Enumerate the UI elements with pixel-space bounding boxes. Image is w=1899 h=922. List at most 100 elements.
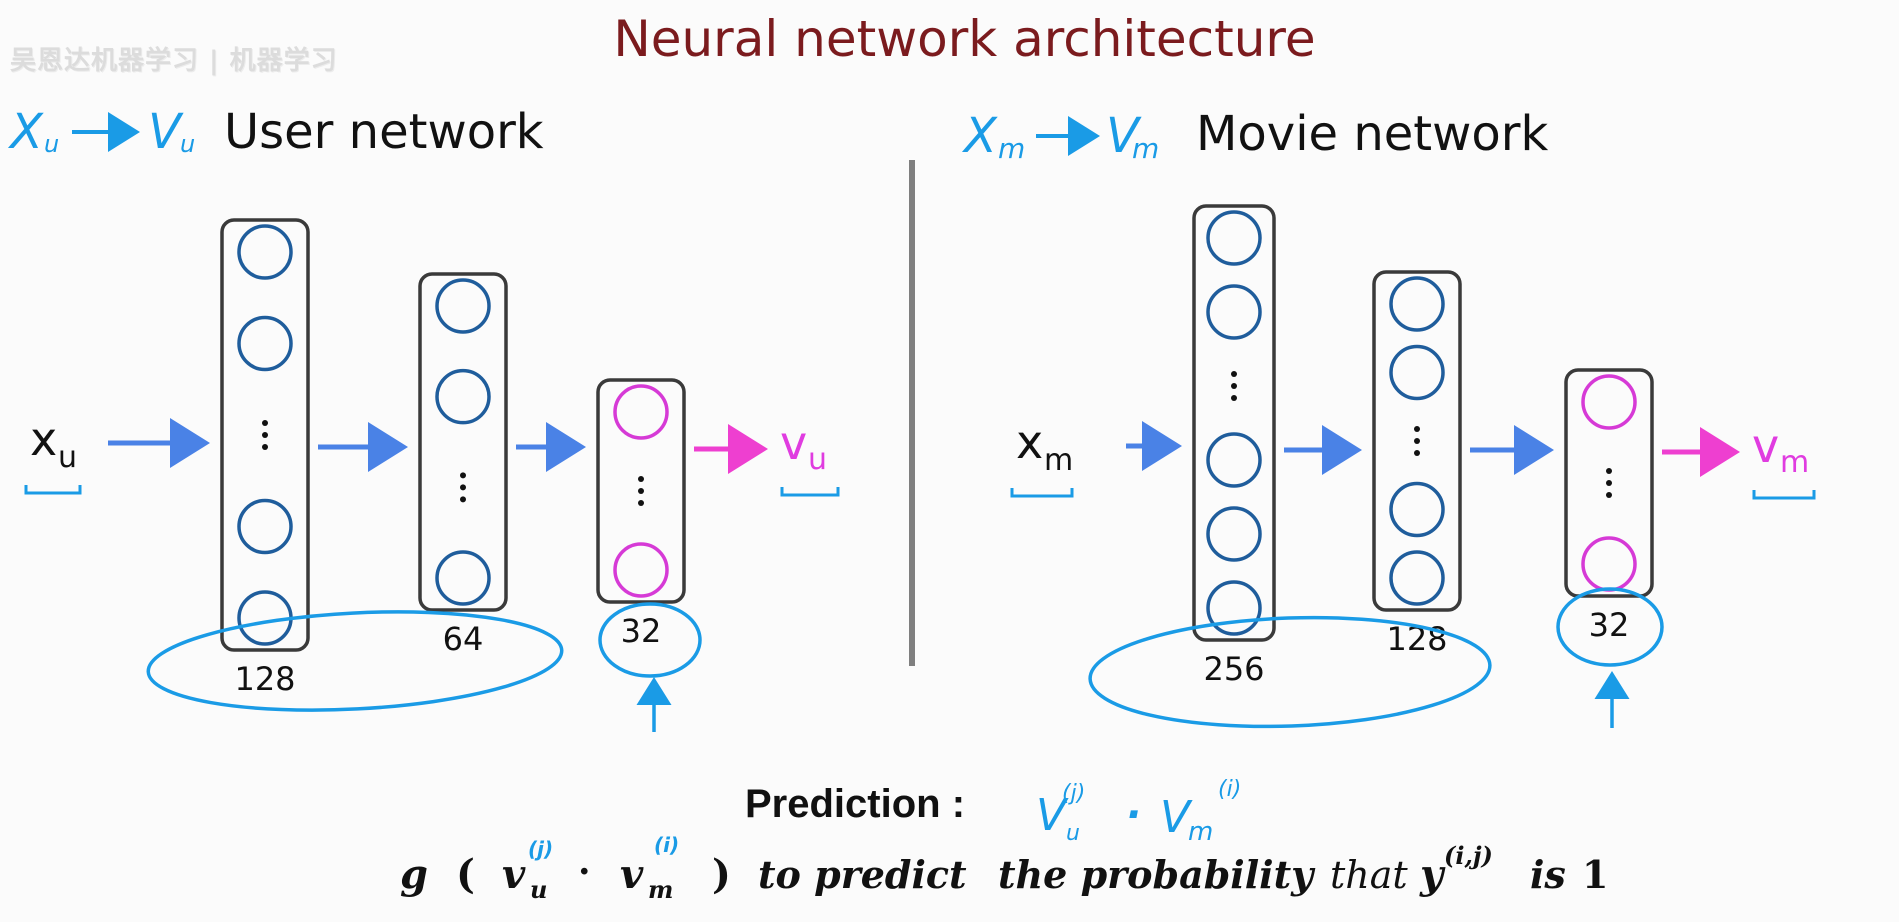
neuron-node	[1389, 481, 1445, 538]
output-sub: u	[808, 442, 827, 477]
movie-ellipse-annotation	[1088, 615, 1492, 729]
formula-text-1: to predict	[758, 852, 967, 897]
output-base: v	[1752, 419, 1779, 473]
movie-annotation-from: X	[961, 108, 998, 164]
input-sub: m	[1044, 443, 1073, 478]
neuron-node	[1389, 550, 1445, 606]
neuron-node	[613, 384, 669, 440]
input-sub: u	[58, 440, 77, 475]
movie-annotation-to: V	[1106, 108, 1142, 164]
layer-units-label: 32	[1589, 606, 1630, 644]
user-annotation-to-sub: u	[180, 130, 195, 158]
input-bracket	[1010, 488, 1074, 498]
layer-box	[1564, 368, 1654, 598]
layer-2: 64	[418, 272, 508, 658]
pred-sub-u: u	[1066, 821, 1080, 846]
pred-sup-i: (i)	[1218, 777, 1241, 802]
output-base: v	[780, 416, 807, 470]
formula-y-sup: (i,j)	[1444, 841, 1493, 870]
neuron-node	[435, 550, 491, 606]
output-bracket	[1752, 490, 1816, 500]
ellipsis-dots	[460, 472, 466, 503]
pred-dot: ·	[1126, 792, 1141, 838]
formula-m-sup: (i)	[654, 833, 679, 857]
layer-3: 32	[1564, 368, 1654, 644]
neuron-node	[1206, 506, 1262, 562]
neuron-node	[613, 542, 669, 598]
neuron-node	[1206, 210, 1262, 266]
movie-annotation: X m V m	[961, 108, 1159, 165]
movie-32-circle-annotation	[1556, 587, 1664, 667]
formula-m: v	[620, 851, 644, 898]
formula-g: g	[400, 851, 428, 898]
layer-box	[1192, 204, 1276, 642]
user-annotation-from-sub: u	[44, 130, 59, 158]
layer-box	[220, 218, 310, 652]
user-ellipse-annotation	[146, 610, 564, 712]
neuron-node	[237, 224, 293, 280]
user-annotation: X u V u	[7, 104, 195, 160]
layer-box	[418, 272, 508, 612]
ellipsis-dots	[1231, 371, 1237, 401]
layer-box	[1372, 270, 1462, 612]
output-sub: m	[1780, 445, 1809, 480]
formula-that: that	[1330, 853, 1408, 897]
movie-annotation-to-sub: m	[1132, 132, 1159, 165]
layer-1: 128	[220, 218, 310, 698]
formula-is: is	[1530, 852, 1566, 897]
formula-text-2: the probability	[998, 852, 1316, 897]
layer-2: 128	[1372, 270, 1462, 658]
input-bracket	[24, 485, 82, 495]
movie-annotation-from-sub: m	[998, 132, 1025, 165]
pred-v: V	[1036, 790, 1069, 841]
layer-units-label: 64	[443, 620, 484, 658]
slide-title: Neural network architecture	[613, 10, 1316, 68]
pred-m-base: V	[1160, 792, 1193, 843]
output-bracket	[780, 487, 840, 497]
neuron-node	[1206, 284, 1262, 340]
ellipsis-dots	[638, 476, 644, 506]
user-annotation-from: X	[7, 104, 44, 160]
neuron-node	[435, 278, 491, 334]
input-base: x	[30, 412, 57, 466]
layer-units-label: 32	[621, 612, 662, 650]
layer-3: 32	[596, 378, 686, 650]
prediction-label: Prediction :	[745, 782, 966, 826]
layer-1: 256	[1192, 204, 1276, 688]
formula-m-sub: m	[648, 875, 673, 904]
neuron-node	[1389, 276, 1445, 332]
formula-v: v	[502, 851, 526, 898]
user-32-circle-annotation	[598, 602, 702, 678]
user-network-title: User network	[224, 104, 544, 160]
formula-one: 1	[1582, 852, 1608, 897]
formula: g ( v u (j) · v m (i) ) to predict the p…	[400, 833, 1608, 904]
user-annotation-to: V	[148, 104, 184, 160]
pred-sub-m: m	[1188, 817, 1213, 847]
neuron-node	[1581, 374, 1637, 430]
formula-open: (	[456, 851, 475, 898]
input-base: x	[1016, 415, 1043, 469]
pred-sup-j: (j)	[1062, 781, 1085, 806]
layer-units-label: 128	[234, 660, 295, 698]
neuron-node	[1206, 580, 1262, 636]
formula-close: )	[712, 851, 731, 898]
neuron-node	[1389, 344, 1445, 401]
neuron-node	[1206, 432, 1262, 488]
neuron-node	[237, 498, 293, 555]
layer-units-label: 256	[1203, 650, 1264, 688]
watermark: 吴恩达机器学习 | 机器学习	[10, 46, 338, 76]
neuron-node	[435, 368, 491, 425]
formula-y: y	[1419, 851, 1446, 898]
neuron-node	[237, 315, 293, 372]
formula-dot: ·	[578, 851, 591, 893]
formula-v-sup: (j)	[528, 837, 553, 861]
formula-v-sub: u	[530, 875, 547, 904]
ellipsis-dots	[262, 420, 268, 450]
layer-box	[596, 378, 686, 604]
prediction-handwritten: V u (j) · V m (i)	[1036, 777, 1241, 847]
